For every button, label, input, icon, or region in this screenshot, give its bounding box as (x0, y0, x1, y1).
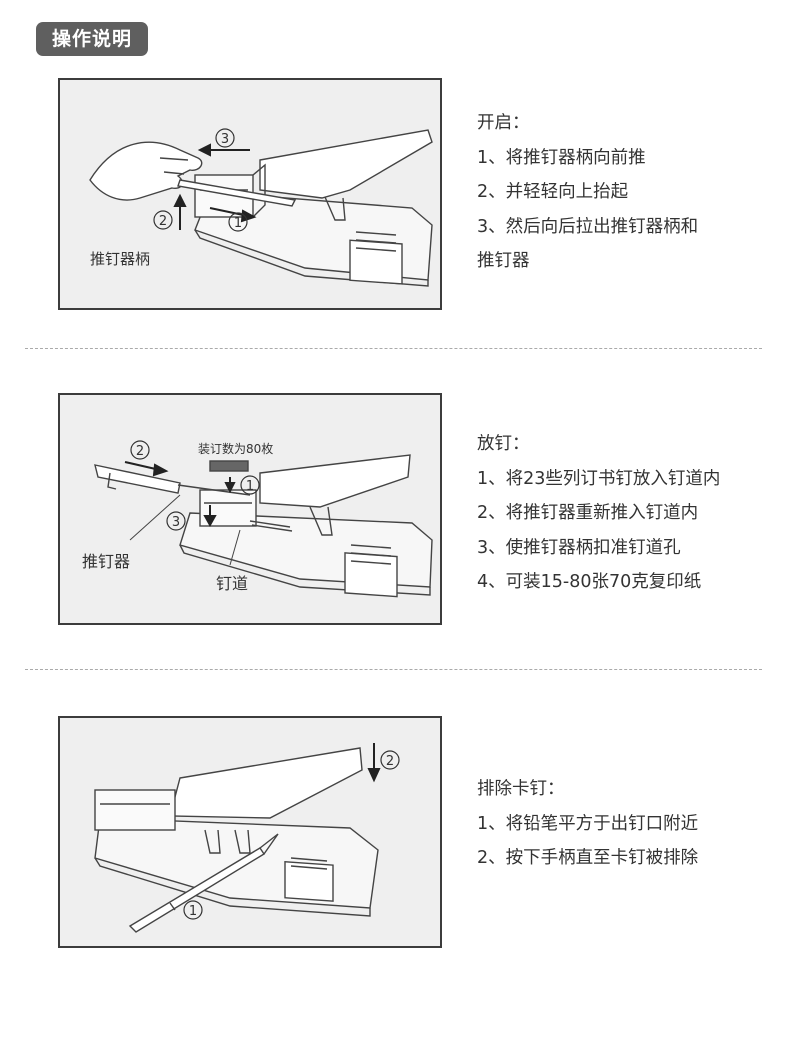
step-item: 4、可装15-80张70克复印纸 (477, 572, 702, 592)
page-title: 操作说明 (36, 22, 148, 56)
step-item: 3、然后向后拉出推钉器柄和 (477, 216, 699, 237)
step-item: 2、将推钉器重新推入钉道内 (477, 503, 699, 523)
illustration-jam: 2 1 (58, 716, 442, 948)
section-heading: 放钉： (477, 434, 530, 454)
marker-2: 2 (386, 754, 394, 769)
step-item: 1、将推钉器柄向前推 (477, 147, 646, 168)
step-item: 推钉器 (477, 251, 530, 271)
section-divider (25, 669, 762, 670)
steps-load: 放钉： 1、将23些列订书钉放入钉道内 2、将推钉器重新推入钉道内 3、使推钉器… (477, 427, 720, 600)
steps-open: 开启： 1、将推钉器柄向前推 2、并轻轻向上抬起 3、然后向后拉出推钉器柄和 推… (477, 106, 698, 279)
figure-label-handle: 推钉器柄 (90, 250, 150, 268)
figure-label-pusher: 推钉器 (82, 552, 130, 571)
marker-3: 3 (221, 132, 229, 147)
marker-1: 1 (234, 216, 242, 231)
figure-label-channel: 钉道 (216, 574, 248, 593)
step-item: 3、使推钉器柄扣准钉道孔 (477, 537, 681, 558)
step-item: 1、将23些列订书钉放入钉道内 (477, 468, 721, 489)
steps-jam: 排除卡钉： 1、将铅笔平方于出钉口附近 2、按下手柄直至卡钉被排除 (477, 772, 698, 876)
marker-2: 2 (136, 444, 144, 459)
section-heading: 开启： (477, 113, 530, 133)
illustration-load: 2 1 3 装订数为80枚 推钉器 钉道 (58, 393, 442, 625)
step-item: 2、并轻轻向上抬起 (477, 182, 629, 202)
step-item: 1、将铅笔平方于出钉口附近 (477, 813, 699, 834)
figure-label-capacity: 装订数为80枚 (198, 441, 273, 456)
illustration-open: 3 2 1 推钉器柄 (58, 78, 442, 310)
section-heading: 排除卡钉： (477, 779, 565, 799)
marker-1: 1 (246, 479, 254, 494)
section-divider (25, 348, 762, 349)
step-item: 2、按下手柄直至卡钉被排除 (477, 848, 699, 868)
marker-2: 2 (159, 214, 167, 229)
marker-1: 1 (189, 904, 197, 919)
marker-3: 3 (172, 515, 180, 530)
